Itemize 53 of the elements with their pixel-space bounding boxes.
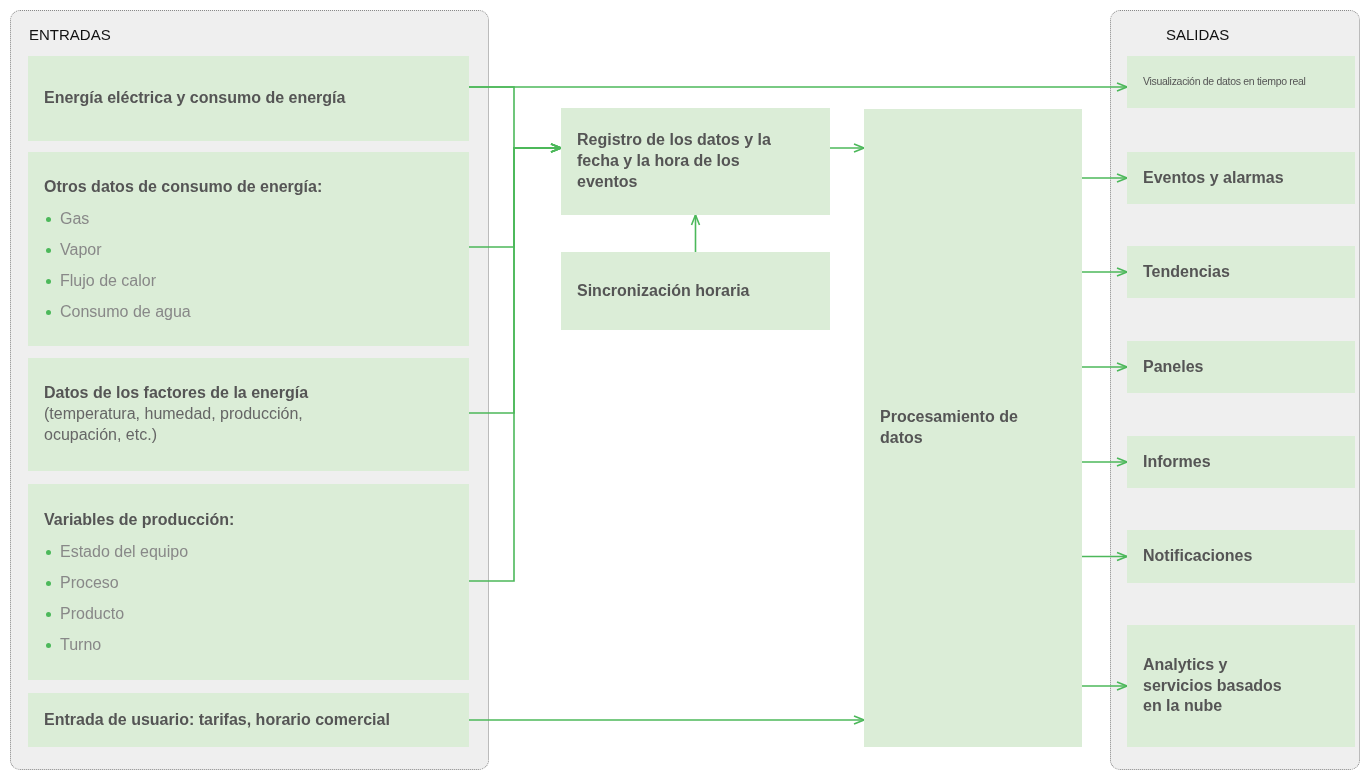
list-item: Flujo de calor [60,272,157,291]
box-label: Otros datos de consumo de energía: [44,176,324,197]
list-item: Turno [60,636,102,655]
process-box [561,108,830,215]
process-box [1127,341,1355,393]
arrow [1081,173,1128,183]
list-item: Consumo de agua [60,303,191,322]
arrow [1081,681,1128,691]
process-box [1127,530,1355,583]
process-box [1127,152,1355,204]
arrow [1081,551,1128,562]
process-box [28,484,469,680]
list-item: Proceso [60,574,119,593]
arrow [829,143,865,153]
process-box [1127,56,1355,108]
arrow [468,143,562,582]
group-panel [1110,10,1360,770]
process-box [28,56,469,141]
box-label: Informes [1143,451,1212,472]
box-label: Procesamiento de datos [880,407,1019,448]
box-description: (temperatura, humedad, producción, ocupación, etc.) [44,404,304,445]
list-item: Vapor [60,241,102,260]
process-box [864,109,1082,747]
process-box [28,152,469,346]
process-box [1127,246,1355,298]
arrow [690,214,701,253]
box-label: Entrada de usuario: tarifas, horario comercial [44,709,391,730]
panel-title: ENTRADAS [29,26,111,43]
panel-title: SALIDAS [1166,26,1230,43]
process-box [1127,625,1355,747]
arrow [1081,362,1128,372]
group-panel [10,10,489,770]
process-box [561,252,830,330]
arrow [1081,457,1128,467]
box-label: Tendencias [1143,261,1231,282]
box-label: Eventos y alarmas [1143,167,1285,188]
process-box [1127,436,1355,488]
box-label: Visualización de datos en tiempo real [1143,75,1307,89]
process-box [28,693,469,747]
process-box [28,358,469,471]
box-label: Energía eléctrica y consumo de energía [44,88,347,109]
box-label: Paneles [1143,356,1205,377]
box-label: Registro de los datos y la fecha y la hora de los eventos [577,130,772,192]
box-label: Variables de producción: [44,509,236,530]
list-item: Producto [60,605,125,624]
arrow [468,715,865,725]
box-label: Notificaciones [1143,546,1254,567]
box-label: Datos de los factores de la energía [44,383,310,404]
list-item: Gas [60,210,90,229]
list-item: Estado del equipo [60,543,189,562]
arrow [1081,267,1128,277]
box-label: Analytics y servicios basados en la nube [1143,654,1283,717]
box-label: Sincronización horaria [577,280,751,301]
